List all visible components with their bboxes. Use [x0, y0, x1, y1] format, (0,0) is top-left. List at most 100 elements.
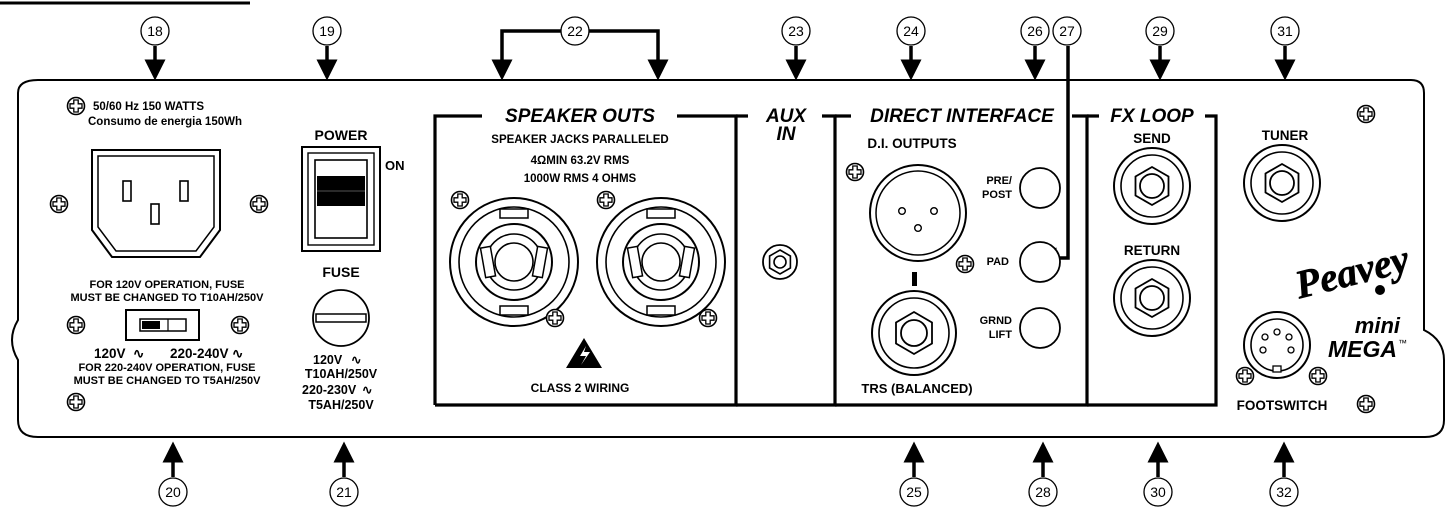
fuse-label: FUSE [322, 264, 359, 280]
callout-28: 28 [1028, 441, 1058, 507]
screw-icon [545, 308, 565, 328]
ground-lift-switch[interactable] [1019, 307, 1061, 349]
callout-22: 22 [502, 16, 658, 70]
speaker-note-3: 1000W RMS 4 OHMS [524, 173, 637, 185]
tuner-label: TUNER [1262, 128, 1309, 143]
fuse-spec-220: 220-230V [302, 383, 357, 397]
pad-switch[interactable] [1019, 241, 1061, 283]
voltage-selector-switch[interactable] [125, 309, 200, 341]
voltage-note-220a: FOR 220-240V OPERATION, FUSE [78, 362, 255, 374]
ac-symbol-icon: ∿ [351, 353, 361, 367]
tuner-out-jack[interactable] [1243, 144, 1321, 222]
callout-25: 25 [899, 441, 929, 507]
screw-icon [596, 190, 616, 210]
voltage-option-120: 120V [94, 346, 126, 361]
callout-26: 26 [1020, 16, 1050, 81]
fx-return-label: RETURN [1124, 243, 1180, 258]
aux-title-2: IN [777, 124, 797, 145]
screw-icon [249, 194, 269, 214]
callout-29: 29 [1145, 16, 1175, 81]
screw-icon [49, 194, 69, 214]
screw-icon [66, 392, 86, 412]
svg-text:26: 26 [1027, 23, 1043, 39]
voltage-option-220: 220-240V [170, 346, 229, 361]
screw-icon [66, 96, 86, 116]
class2-wiring-label: CLASS 2 WIRING [531, 381, 630, 395]
callout-21: 21 [329, 441, 359, 507]
screw-icon [698, 308, 718, 328]
ac-inlet [91, 149, 221, 258]
voltage-note-120b: MUST BE CHANGED TO T10AH/250V [71, 292, 265, 304]
pre-post-label-1: PRE/ [986, 175, 1012, 187]
callout-31: 31 [1270, 16, 1300, 81]
ac-symbol-icon: ∿ [362, 383, 372, 397]
speaker-note-1: SPEAKER JACKS PARALLELED [491, 134, 668, 146]
svg-text:23: 23 [788, 23, 804, 39]
trademark-symbol: ™ [1398, 338, 1407, 348]
svg-text:18: 18 [147, 23, 163, 39]
svg-text:32: 32 [1276, 484, 1292, 500]
power-spec-line2: Consumo de energia 150Wh [88, 116, 242, 128]
callout-19: 19 [312, 16, 342, 81]
svg-text:28: 28 [1035, 484, 1051, 500]
svg-text:21: 21 [336, 484, 352, 500]
di-title: DIRECT INTERFACE [870, 106, 1055, 127]
callout-30: 30 [1143, 441, 1173, 507]
screw-icon [1308, 366, 1328, 386]
screw-icon [1356, 394, 1376, 414]
svg-text:27: 27 [1059, 23, 1075, 39]
power-switch[interactable] [301, 146, 381, 252]
pairing-mark [912, 272, 917, 286]
fuse-spec-t10: T10AH/250V [305, 367, 378, 381]
power-label: POWER [315, 127, 368, 143]
model-mega: MEGA [1328, 336, 1397, 362]
trs-balanced-label: TRS (BALANCED) [861, 381, 972, 396]
power-on-label: ON [385, 158, 405, 173]
fx-return-jack[interactable] [1113, 259, 1191, 337]
speaker-outs-title: SPEAKER OUTS [505, 106, 655, 127]
svg-text:20: 20 [165, 484, 181, 500]
fuse-spec-120: 120V [313, 353, 343, 367]
svg-text:24: 24 [903, 23, 919, 39]
fx-send-jack[interactable] [1113, 147, 1191, 225]
trs-output-jack[interactable] [871, 290, 957, 376]
section-frames [433, 114, 1218, 407]
fuse-holder[interactable] [312, 289, 370, 347]
fuse-spec-t5: T5AH/250V [308, 398, 374, 412]
voltage-note-120a: FOR 120V OPERATION, FUSE [89, 279, 244, 291]
screw-icon [1356, 104, 1376, 124]
electrical-warning-icon [566, 338, 602, 368]
fx-send-label: SEND [1133, 131, 1171, 146]
screw-icon [845, 162, 865, 182]
footswitch-label: FOOTSWITCH [1237, 398, 1328, 413]
callout-18: 18 [140, 16, 170, 81]
svg-text:30: 30 [1150, 484, 1166, 500]
pre-post-switch[interactable] [1019, 167, 1061, 209]
model-mini: mini [1355, 313, 1401, 338]
speaker-note-2: 4ΩMIN 63.2V RMS [531, 155, 630, 167]
svg-text:19: 19 [319, 23, 335, 39]
svg-text:31: 31 [1277, 23, 1293, 39]
screw-icon [955, 254, 975, 274]
screw-icon [66, 315, 86, 335]
ac-symbol-icon: ∿ [232, 346, 243, 361]
voltage-note-220b: MUST BE CHANGED TO T5AH/250V [74, 375, 261, 387]
grnd-lift-label-1: GRND [980, 315, 1012, 327]
callout-32: 32 [1269, 441, 1299, 507]
svg-text:22: 22 [567, 23, 583, 39]
aux-title-1: AUX [765, 106, 807, 127]
callout-23: 23 [781, 16, 811, 81]
grnd-lift-label-2: LIFT [989, 329, 1012, 341]
screw-icon [230, 315, 250, 335]
callout-20: 20 [158, 441, 188, 507]
pad-label: PAD [987, 256, 1009, 268]
speakon-jack-2[interactable] [596, 197, 726, 327]
di-outputs-label: D.I. OUTPUTS [867, 136, 956, 151]
speakon-jack-1[interactable] [449, 197, 579, 327]
ac-symbol-icon: ∿ [133, 346, 144, 361]
xlr-output-jack[interactable] [869, 164, 967, 262]
svg-text:29: 29 [1152, 23, 1168, 39]
aux-in-jack[interactable] [762, 244, 798, 280]
footswitch-din-jack[interactable] [1243, 311, 1311, 379]
